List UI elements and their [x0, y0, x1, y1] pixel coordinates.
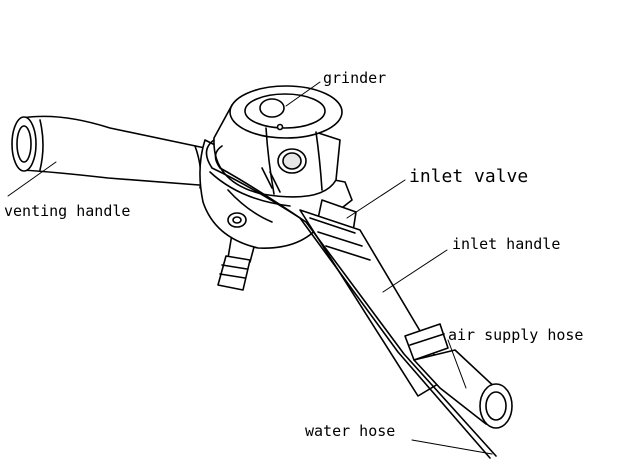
water-hose-label: water hose — [305, 422, 396, 440]
leader-venting-handle — [7, 161, 57, 197]
venting-handle-label: venting handle — [4, 202, 131, 220]
leader-air-supply-hose — [447, 339, 467, 389]
inlet-tube-part — [299, 199, 513, 429]
grinder-part — [213, 85, 343, 198]
venting-handle-part — [11, 115, 213, 189]
leader-inlet-handle — [382, 249, 448, 293]
leader-water-hose — [411, 439, 493, 455]
inlet-handle-label: inlet handle — [452, 235, 561, 253]
hose-part — [205, 139, 497, 459]
inlet-valve-label: inlet valve — [409, 166, 529, 187]
leader-inlet-valve — [346, 179, 406, 219]
air-supply-hose-label: air supply hose — [448, 326, 584, 344]
leader-lines — [7, 81, 493, 455]
grinder-label: grinder — [323, 69, 387, 87]
leader-grinder — [285, 81, 321, 107]
